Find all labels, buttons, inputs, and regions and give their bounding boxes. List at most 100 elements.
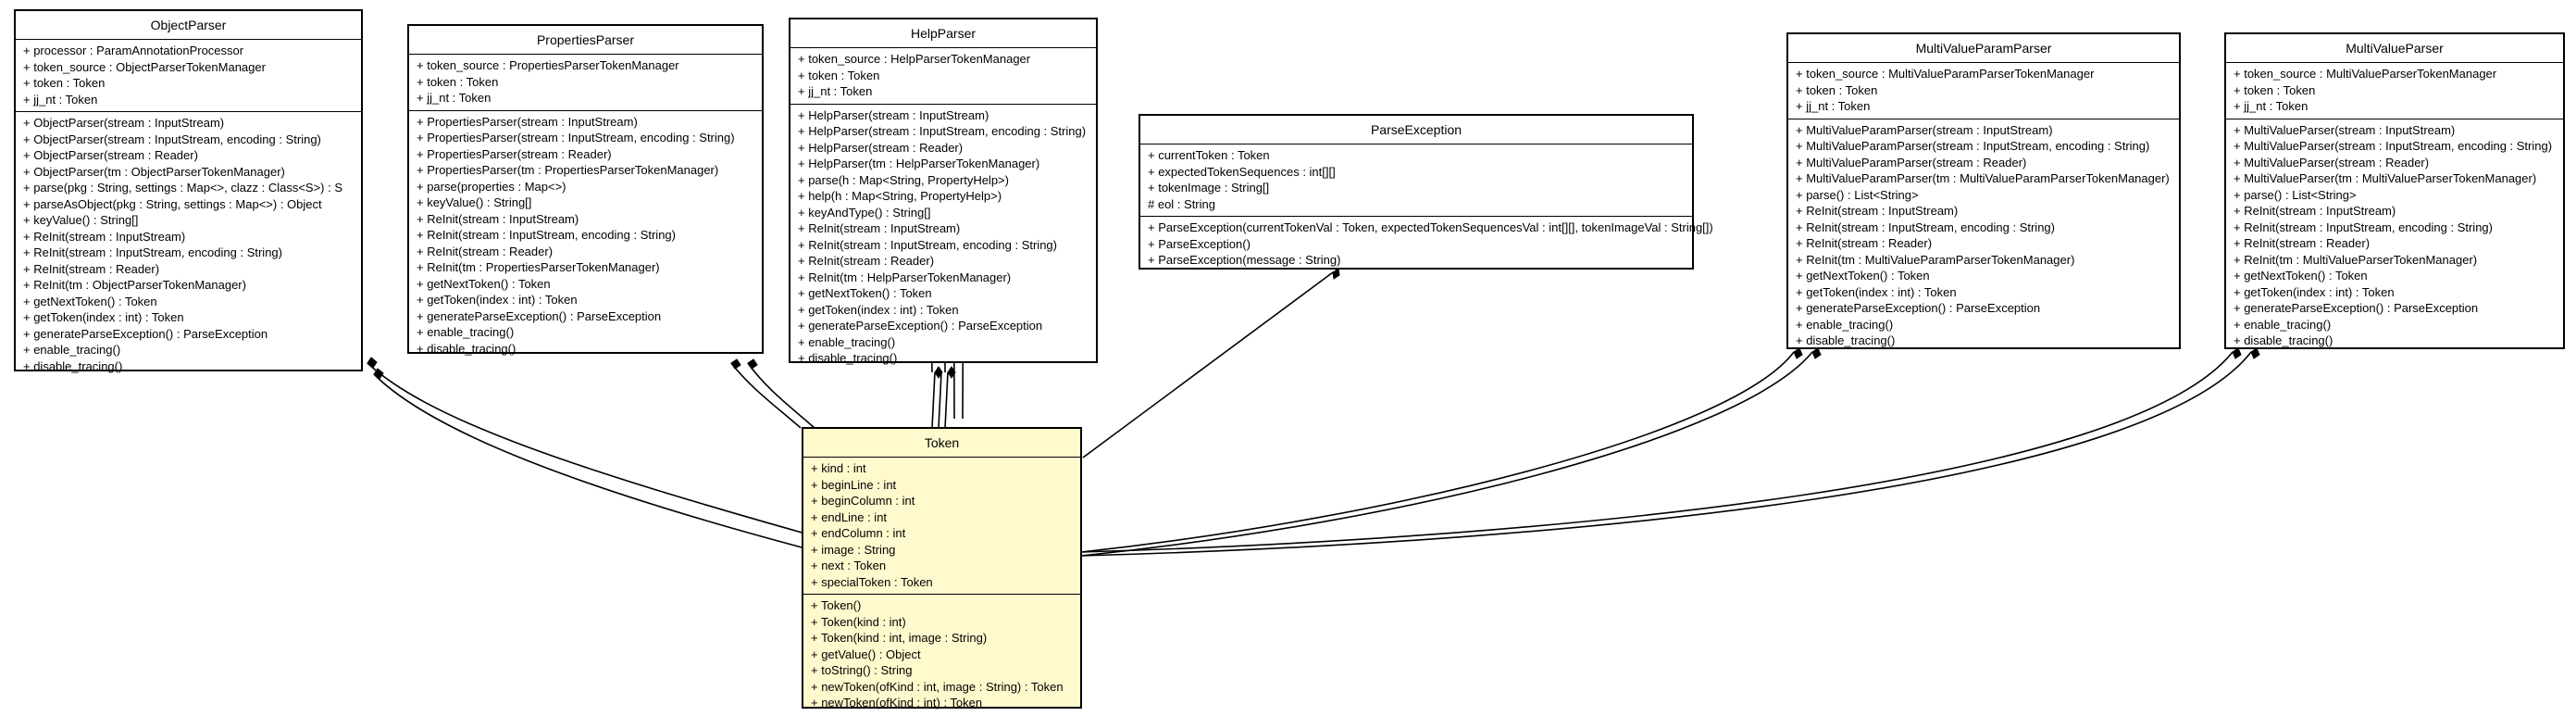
association-helpparser-token [931, 371, 936, 429]
method: + getNextToken() : Token [2234, 269, 2368, 283]
method: + Token() [811, 598, 862, 612]
methods-section: + ParseException(currentTokenVal : Token… [1140, 217, 1713, 272]
class-helpparser[interactable]: HelpParser + token_source : HelpParserTo… [789, 18, 1098, 365]
class-name: MultiValueParser [2226, 34, 2563, 63]
method: + newToken(ofKind : int, image : String)… [811, 679, 1064, 694]
method: + disable_tracing() [417, 341, 516, 356]
method: + getNextToken() : Token [1796, 269, 1930, 283]
attribute: + jj_nt : Token [1796, 99, 1871, 113]
composition-diamond-icon [1332, 268, 1340, 280]
method: + ReInit(stream : InputStream, encoding … [23, 245, 282, 259]
method: + parse() : List<String> [1796, 187, 1919, 202]
method: + ParseException(currentTokenVal : Token… [1148, 220, 1713, 234]
attribute: # eol : String [1148, 196, 1215, 211]
class-multivalueparamparser[interactable]: MultiValueParamParser + token_source : M… [1786, 32, 2181, 349]
methods-section: + MultiValueParamParser(stream : InputSt… [1788, 119, 2179, 353]
method: + ReInit(stream : Reader) [798, 254, 935, 268]
method: + getNextToken() : Token [798, 286, 932, 300]
class-name: ObjectParser [16, 11, 361, 40]
association-propertiesparser-token [747, 362, 815, 429]
composition-diamond-icon [373, 368, 384, 380]
method: + generateParseException() : ParseExcept… [417, 308, 662, 323]
association-multivalueparamparser-token [1080, 351, 1795, 553]
method: + PropertiesParser(tm : PropertiesParser… [417, 163, 719, 177]
method: + parse(pkg : String, settings : Map<>, … [23, 181, 343, 195]
method: + toString() : String [811, 663, 913, 677]
class-propertiesparser[interactable]: PropertiesParser + token_source : Proper… [407, 24, 764, 356]
method: + enable_tracing() [2234, 317, 2332, 332]
attributes-section: + kind : int + beginLine : int + beginCo… [803, 458, 1080, 595]
attribute: + token : Token [798, 68, 880, 82]
method: + getToken(index : int) : Token [23, 310, 184, 324]
method: + ParseException(message : String) [1148, 253, 1341, 267]
attribute: + specialToken : Token [811, 574, 933, 589]
attributes-section: + token_source : HelpParserTokenManager … [790, 48, 1096, 105]
method: + enable_tracing() [798, 334, 896, 349]
attribute: + token_source : HelpParserTokenManager [798, 52, 1031, 66]
method: + keyValue() : String[] [417, 195, 532, 209]
method: + parse() : List<String> [2234, 187, 2357, 202]
method: + ReInit(stream : InputStream) [2234, 204, 2396, 218]
method: + ReInit(stream : Reader) [23, 261, 160, 276]
attribute: + next : Token [811, 559, 887, 572]
association-propertiesparser-token [730, 362, 802, 429]
method: + MultiValueParser(stream : InputStream) [2234, 122, 2456, 137]
method: + ReInit(stream : InputStream) [1796, 204, 1959, 218]
method: + ReInit(tm : HelpParserTokenManager) [798, 270, 1012, 284]
class-name: HelpParser [790, 19, 1096, 48]
composition-diamond-icon [2250, 347, 2260, 359]
method: + generateParseException() : ParseExcept… [798, 319, 1043, 333]
attribute: + expectedTokenSequences : int[][] [1148, 164, 1336, 179]
method: + parseAsObject(pkg : String, settings :… [23, 196, 322, 211]
method: + PropertiesParser(stream : InputStream) [417, 114, 638, 129]
attributes-section: + token_source : PropertiesParserTokenMa… [409, 55, 762, 111]
method: + MultiValueParser(stream : Reader) [2234, 155, 2430, 170]
attribute: + image : String [811, 542, 896, 557]
method: + ReInit(stream : InputStream) [417, 211, 579, 226]
method: + PropertiesParser(stream : InputStream,… [417, 131, 735, 144]
association-helpparser-token [944, 371, 949, 429]
method: + HelpParser(tm : HelpParserTokenManager… [798, 157, 1040, 170]
attribute: + token_source : MultiValueParserTokenMa… [2234, 67, 2497, 81]
class-multivalueparser[interactable]: MultiValueParser + token_source : MultiV… [2224, 32, 2565, 349]
attribute: + token : Token [1796, 82, 1878, 97]
attribute: + processor : ParamAnnotationProcessor [23, 44, 244, 57]
class-parseexception[interactable]: ParseException + currentToken : Token + … [1139, 114, 1713, 272]
attribute: + jj_nt : Token [23, 92, 98, 107]
attribute: + token_source : PropertiesParserTokenMa… [417, 58, 679, 72]
composition-diamond-icon [947, 366, 956, 379]
attribute: + endLine : int [811, 509, 888, 524]
method: + ReInit(stream : Reader) [1796, 236, 1933, 250]
composition-diamond-icon [1811, 347, 1822, 359]
method: + ReInit(stream : InputStream, encoding … [798, 237, 1057, 252]
attribute: + token : Token [2234, 82, 2316, 97]
method: + disable_tracing() [23, 358, 123, 373]
composition-diamond-icon [934, 366, 943, 379]
association-helpparser-token [938, 371, 942, 429]
attribute: + beginColumn : int [811, 494, 915, 508]
composition-diamond-icon [367, 357, 378, 369]
methods-section: + PropertiesParser(stream : InputStream)… [409, 111, 762, 361]
methods-section: + ObjectParser(stream : InputStream) + O… [16, 112, 361, 378]
class-token[interactable]: Token + kind : int + beginLine : int + b… [802, 427, 1082, 710]
attributes-section: + currentToken : Token + expectedTokenSe… [1140, 144, 1692, 217]
method: + generateParseException() : ParseExcept… [23, 326, 268, 341]
method: + keyAndType() : String[] [798, 205, 931, 220]
method: + getToken(index : int) : Token [2234, 284, 2395, 299]
method: + MultiValueParamParser(tm : MultiValueP… [1796, 171, 2170, 185]
methods-section: + HelpParser(stream : InputStream) + Hel… [790, 105, 1096, 371]
method: + ReInit(stream : InputStream) [798, 221, 961, 235]
method: + Token(kind : int) [811, 614, 906, 629]
method: + generateParseException() : ParseExcept… [1796, 301, 2041, 315]
method: + HelpParser(stream : InputStream) [798, 107, 989, 122]
method: + disable_tracing() [798, 351, 898, 365]
class-objectparser[interactable]: ObjectParser + processor : ParamAnnotati… [14, 9, 363, 373]
method: + disable_tracing() [1796, 333, 1896, 347]
class-name: MultiValueParamParser [1788, 34, 2179, 63]
method: + PropertiesParser(stream : Reader) [417, 146, 612, 161]
attribute: + jj_nt : Token [417, 91, 492, 105]
method: + newToken(ofKind : int) : Token [811, 696, 983, 710]
method: + ReInit(stream : Reader) [2234, 236, 2371, 250]
method: + generateParseException() : ParseExcept… [2234, 301, 2479, 315]
